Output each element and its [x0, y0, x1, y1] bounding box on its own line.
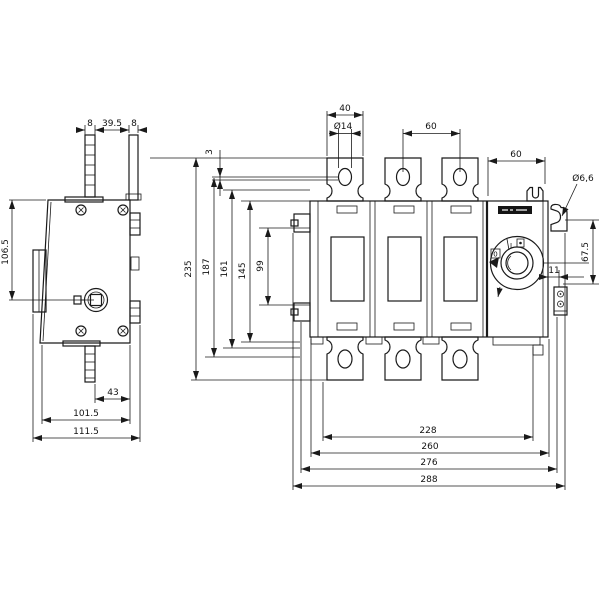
dim-label: 60 [510, 150, 522, 160]
dim-label: Ø6,6 [572, 173, 594, 184]
pole-window [387, 236, 422, 302]
bottom-terminal-tab [441, 336, 479, 381]
pole-slot [336, 205, 358, 214]
screw-icon [75, 204, 87, 216]
brand-label [498, 206, 532, 214]
dim-label: 8 [87, 119, 93, 129]
screw-icon [117, 204, 129, 216]
dim-label: 43 [107, 388, 118, 398]
handle-position-off-label: 0 [493, 251, 497, 259]
rear-clip [129, 212, 141, 324]
front-right-dimensions: Ø6,6 67.5 11 [539, 173, 599, 287]
handle-pointer-icon [489, 257, 499, 268]
bottom-terminal-strip [62, 340, 101, 383]
rotation-arrow-icon [496, 286, 503, 298]
dim-label: 40 [339, 104, 351, 114]
mounting-ear-left-bottom [290, 302, 311, 322]
dim-label: 161 [220, 260, 230, 277]
dim-label: 101.5 [73, 409, 99, 419]
front-top-dimensions: 40 Ø14 60 60 3 [205, 104, 546, 196]
dim-label: 228 [419, 426, 436, 436]
pole-slot [450, 205, 472, 214]
mounting-ear-left-top [290, 213, 311, 233]
dim-label: 106.5 [1, 239, 11, 265]
mounting-ear-keyhole [550, 203, 568, 232]
u-notch-ear [526, 186, 544, 202]
dim-label: 8 [131, 119, 137, 129]
rotary-handle: I 0 [489, 235, 589, 298]
front-left-dimensions: 235 187 161 145 99 [184, 158, 310, 380]
dim-label: 3 [205, 149, 215, 155]
front-view: I 0 40 Ø14 60 60 [150, 104, 599, 490]
top-terminal-tab [326, 157, 364, 202]
side-view: 8 39.5 8 106.5 43 101.5 111.5 [1, 119, 147, 442]
dim-label: Ø14 [334, 121, 353, 132]
screw-icon [117, 325, 129, 337]
front-body [309, 200, 549, 338]
dim-label: 235 [184, 260, 194, 277]
rear-terminal-strip [125, 134, 142, 201]
dim-label: 11 [548, 266, 559, 276]
pole-slot [336, 322, 358, 331]
dim-label: 60 [425, 122, 437, 132]
top-terminal-strip [64, 134, 104, 203]
dim-label: 260 [421, 442, 438, 452]
pole-window [330, 236, 365, 302]
pole-slot [450, 322, 472, 331]
front-bottom-dimensions: 228 260 276 288 [292, 233, 566, 490]
side-body [39, 199, 131, 344]
mechanism-foot [492, 336, 541, 346]
dim-label: 39.5 [102, 119, 122, 129]
pole-slot [393, 205, 415, 214]
side-bracket [32, 249, 47, 313]
side-dimensions: 8 39.5 8 106.5 43 101.5 111.5 [1, 119, 147, 442]
dim-label: 276 [420, 458, 437, 468]
dim-label: 288 [420, 475, 437, 485]
dim-label: 67.5 [581, 242, 591, 262]
dim-label: 111.5 [73, 427, 99, 437]
dim-label: 187 [202, 258, 212, 275]
dim-label: 145 [238, 262, 248, 279]
pole-slot [393, 322, 415, 331]
dim-label: 99 [256, 260, 266, 272]
bottom-terminal-tab [326, 336, 364, 381]
pole-window [443, 236, 478, 302]
bottom-terminal-tab [384, 336, 422, 381]
screw-icon [75, 325, 87, 337]
handle-position-on-label: I [510, 242, 512, 250]
